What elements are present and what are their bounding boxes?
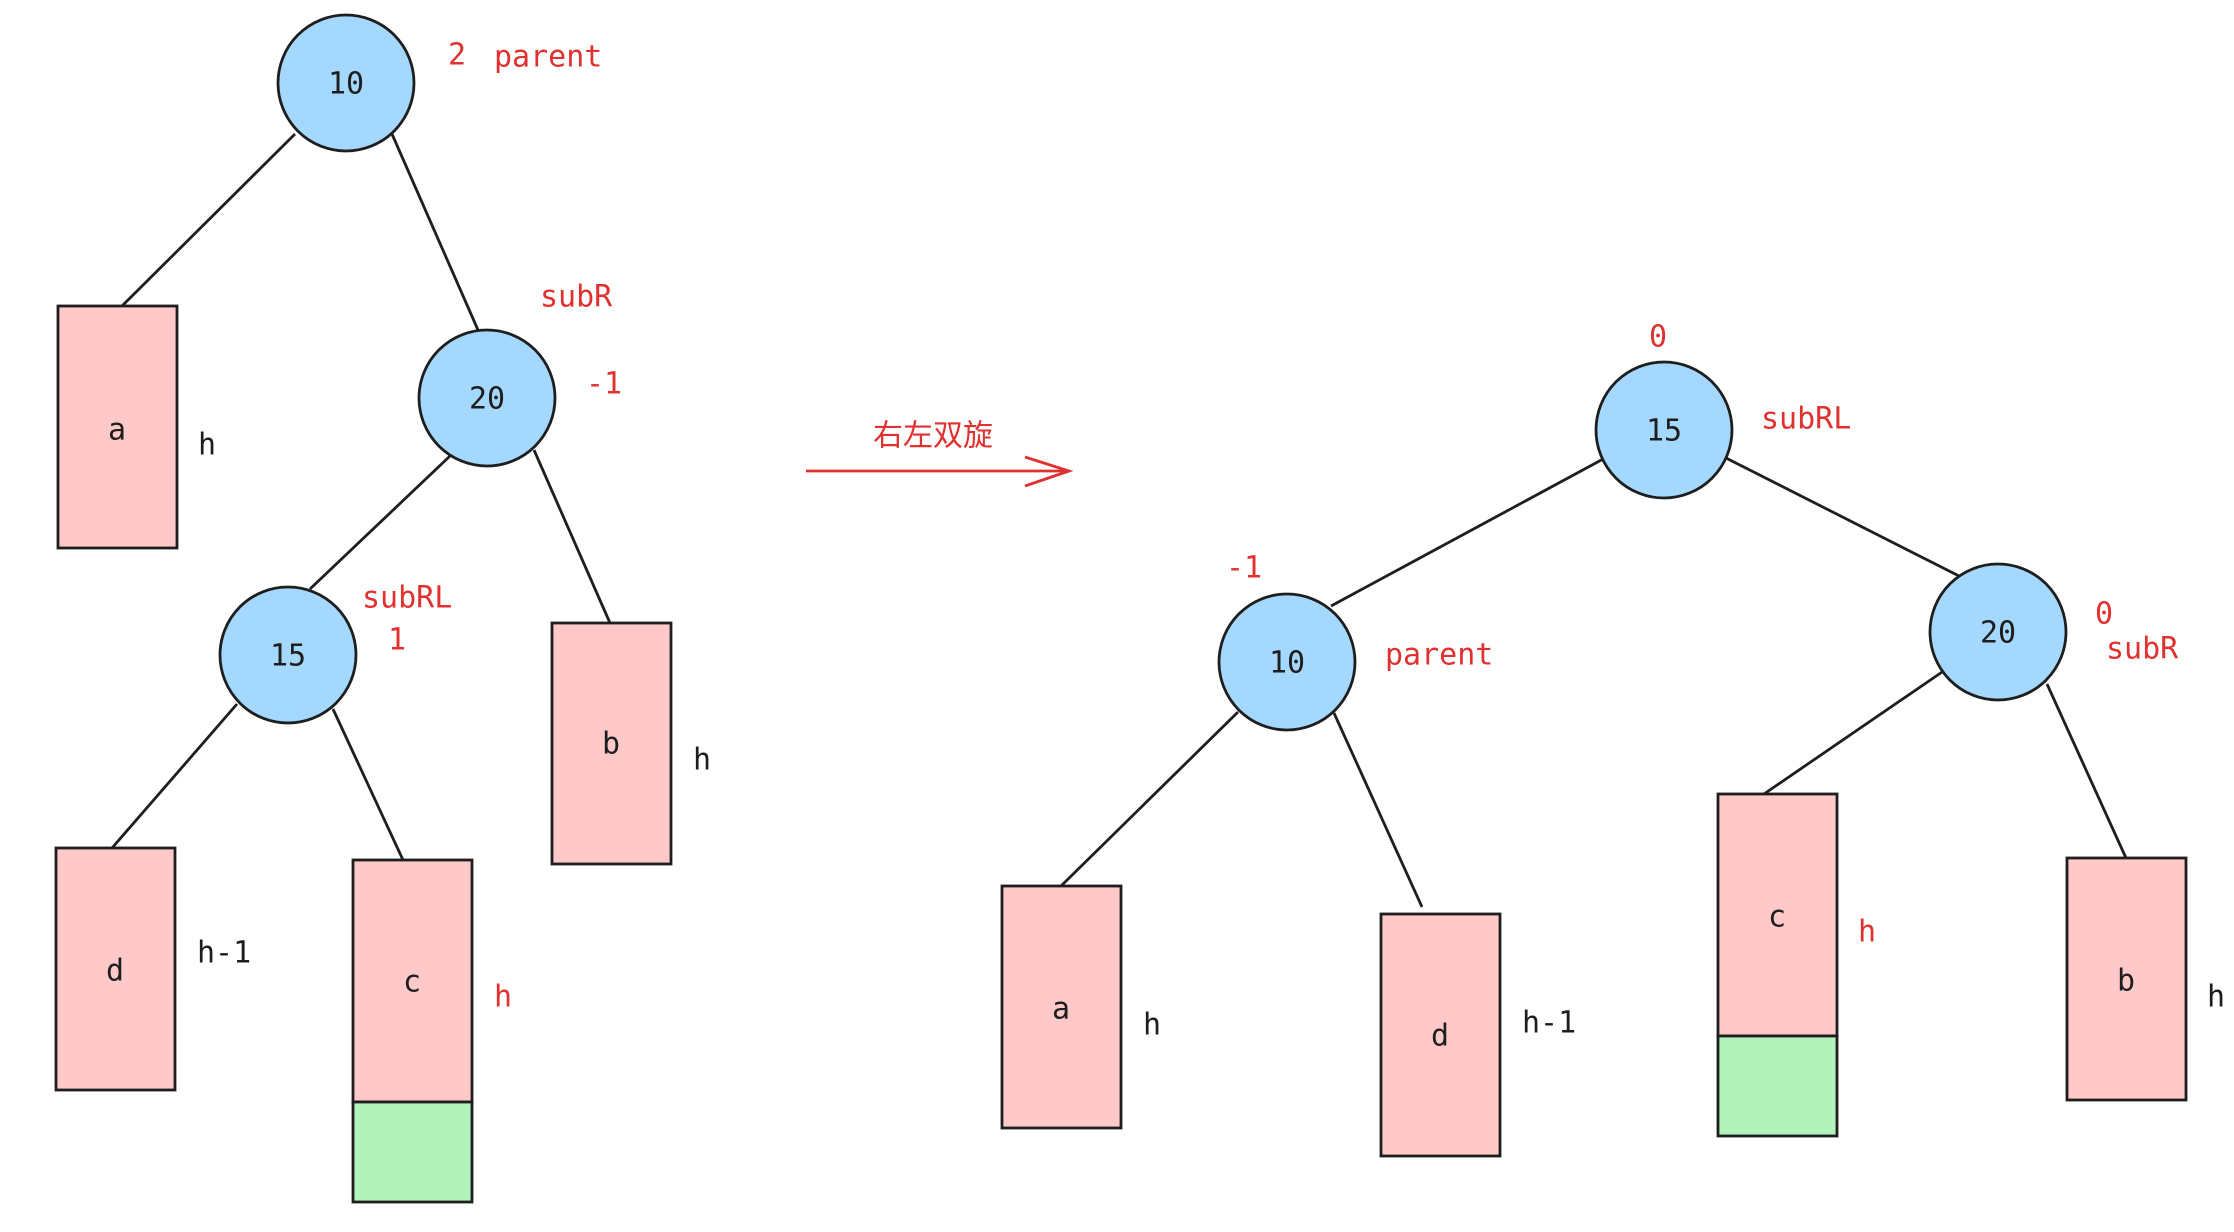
subtree-d-before-label: d [106,954,124,989]
node-10-before-label: 10 [328,67,364,102]
subtree-a-before: a [56,304,179,550]
subtree-c-before-height: h [494,980,512,1015]
node-10-before-role: parent [494,40,602,75]
edge-20-c-after [1763,668,1946,796]
node-10-before-balance: 2 [448,38,466,73]
subtree-a-before-label: a [108,413,126,448]
node-15-before: 15 [218,585,358,725]
node-20-after-label: 20 [1980,616,2016,651]
subtree-c-after-label: c [1768,900,1786,935]
node-10-after: 10 [1217,592,1357,732]
node-10-after-label: 10 [1269,646,1305,681]
edge-15-d [110,703,239,849]
node-20-after: 20 [1928,562,2068,702]
subtree-b-before-label: b [602,727,620,762]
node-15-after-balance: 0 [1649,320,1667,355]
edge-15-c [331,708,405,861]
subtree-d-before: d [54,846,177,1092]
node-15-after-label: 15 [1646,414,1682,449]
subtree-a-after: a [1000,884,1123,1130]
subtree-a-after-height: h [1143,1008,1161,1043]
node-10-before: 10 [276,13,416,153]
edge-10-a [121,133,296,307]
subtree-c-after-height: h [1858,915,1876,950]
edge-15-10-after [1330,456,1606,608]
node-15-before-balance: 1 [388,623,406,658]
inserted-node-after [1716,1034,1839,1138]
subtree-a-after-label: a [1052,992,1070,1027]
after-tree: 15 0 subRL 10 -1 parent 20 0 subR a h d … [1000,320,2225,1158]
subtree-d-after: d [1379,912,1502,1158]
edge-10-20 [390,133,480,331]
node-15-before-label: 15 [270,639,306,674]
subtree-b-before-height: h [693,743,711,778]
subtree-c-before: c [351,858,474,1104]
subtree-d-after-height: h-1 [1522,1006,1576,1041]
edge-15-20-after [1725,456,1964,580]
node-20-before-label: 20 [469,382,505,417]
node-15-before-role: subRL [362,581,452,616]
node-20-before-balance: -1 [586,367,622,402]
edge-20-b-after [2045,683,2128,859]
subtree-b-after-label: b [2117,964,2135,999]
node-20-before: 20 [417,328,557,468]
edge-20-15 [309,454,451,591]
subtree-d-before-height: h-1 [197,936,251,971]
node-20-before-role: subR [540,280,613,315]
node-20-after-role: subR [2106,632,2179,667]
subtree-b-after: b [2065,856,2188,1102]
rotation-arrow: 右左双旋 [806,419,1074,488]
before-tree: 10 2 parent 20 subR -1 15 subRL 1 a h b … [54,13,711,1204]
subtree-d-after-label: d [1431,1019,1449,1054]
node-15-after-role: subRL [1761,402,1851,437]
inserted-node-before [351,1100,474,1204]
edge-20-b [532,449,612,624]
subtree-b-after-height: h [2207,980,2225,1015]
rotation-arrow-label: 右左双旋 [873,419,993,454]
node-10-after-role: parent [1385,638,1493,673]
node-10-after-balance: -1 [1226,551,1262,586]
edge-10-a-after [1060,711,1239,887]
edge-10-d-after [1332,712,1424,908]
subtree-b-before: b [550,621,673,866]
subtree-c-after: c [1716,792,1839,1038]
node-20-after-balance: 0 [2095,597,2113,632]
subtree-c-before-label: c [403,965,421,1000]
node-15-after: 15 [1594,360,1734,500]
subtree-a-before-height: h [198,428,216,463]
